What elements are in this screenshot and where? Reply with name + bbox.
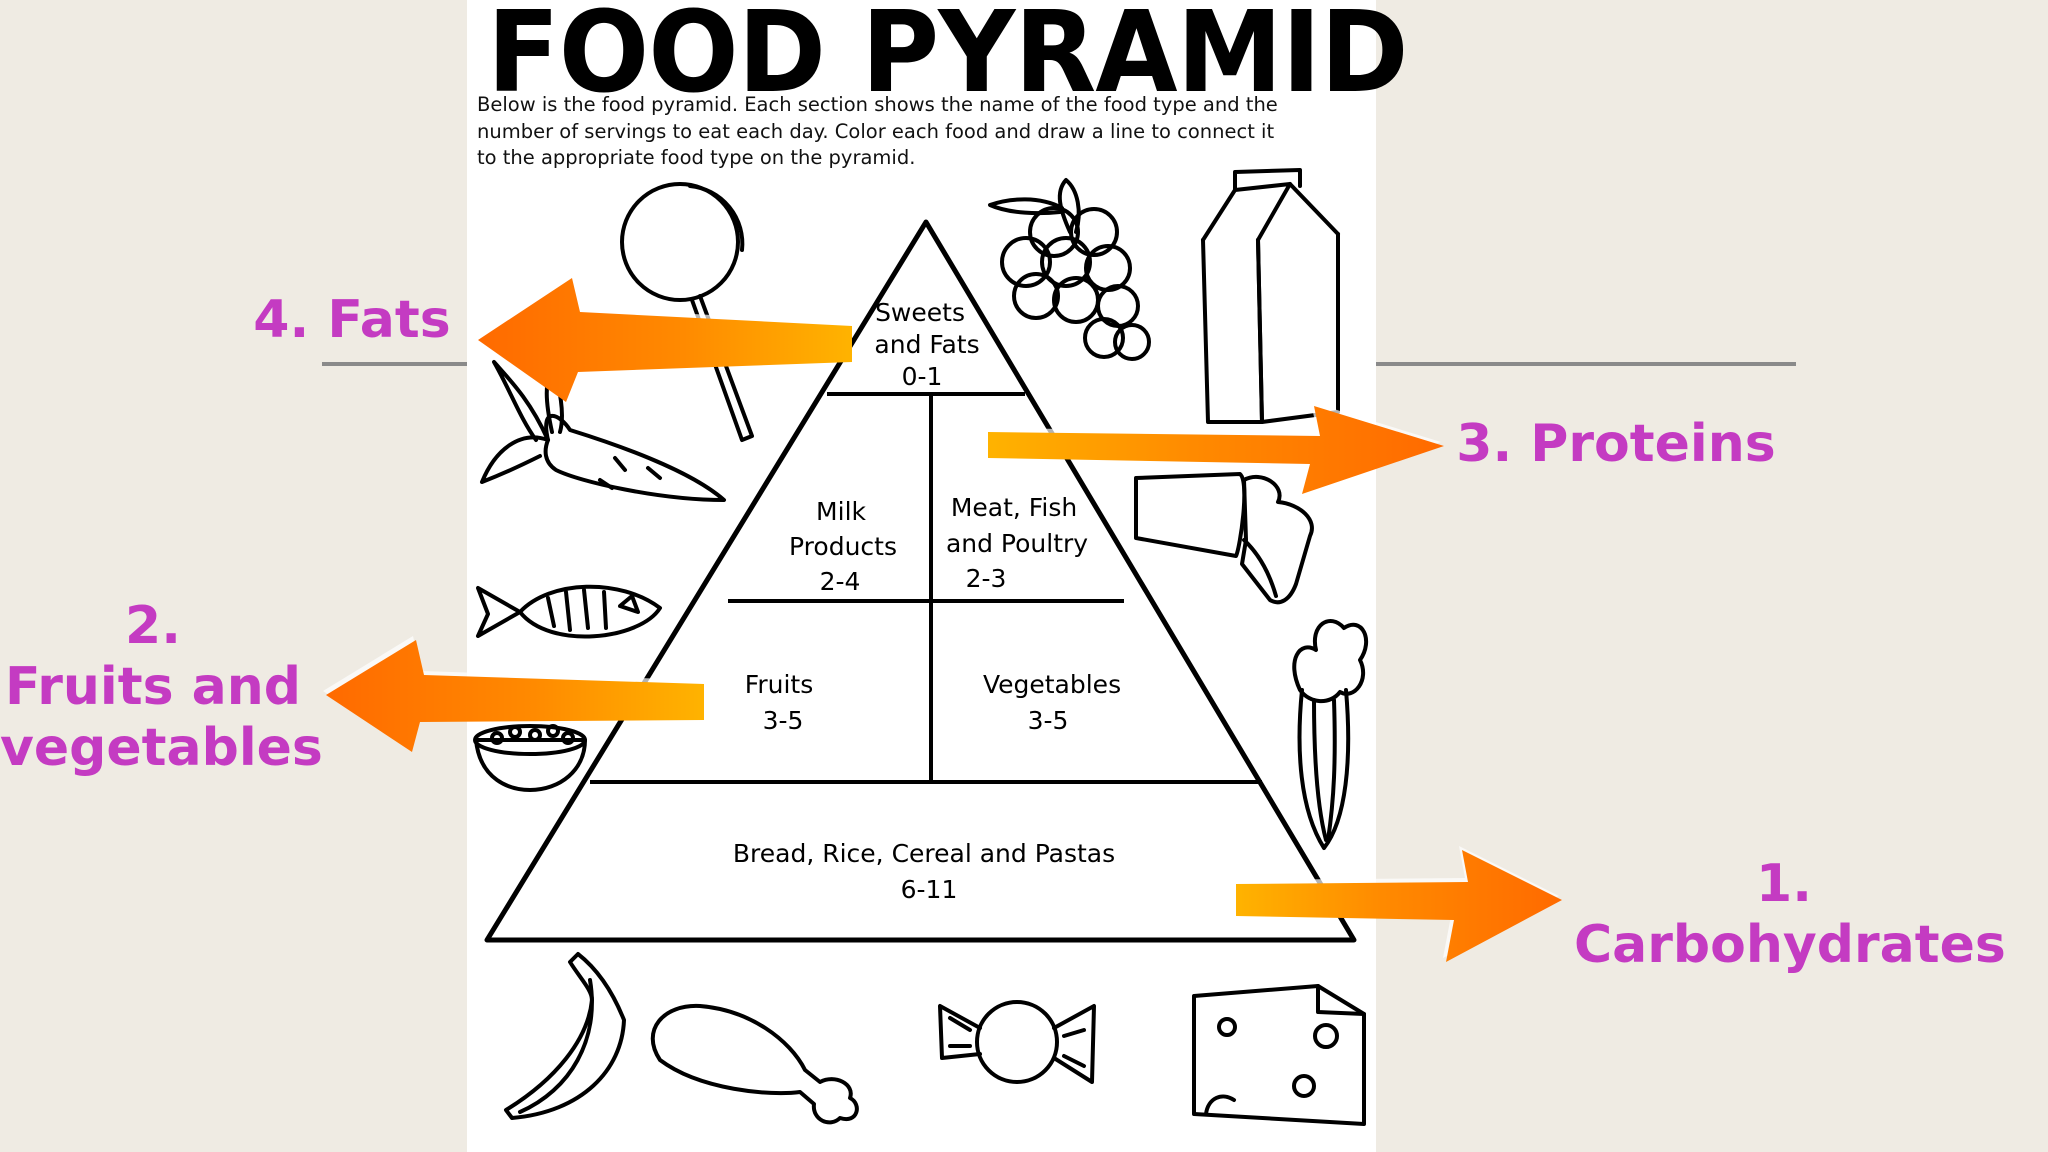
vegetables-label: Vegetables 3-5 (983, 670, 1129, 735)
cereal-bowl-icon (473, 724, 587, 792)
arrow-fruits-vegetables (323, 636, 704, 752)
worksheet-instructions: Below is the food pyramid. Each section … (477, 92, 1357, 172)
milk-carton-icon (1201, 168, 1340, 424)
callout-fats: 4. Fats (232, 290, 472, 351)
celery-icon (1292, 619, 1369, 850)
callout-carbohydrates: 1. Carbohydrates (1574, 854, 2006, 976)
grapes-icon (988, 178, 1151, 361)
meat-label: Meat, Fish and Poultry 2-3 (946, 493, 1096, 593)
arrow-proteins (985, 402, 1444, 494)
banana-icon (504, 952, 626, 1120)
sweets-label: Sweets and Fats 0-1 (874, 298, 987, 391)
callout-proteins: 3. Proteins (1446, 414, 1786, 475)
pyramid (484, 219, 1357, 943)
callout-line: Fruits and (5, 657, 301, 717)
pyramid-outline (484, 219, 1357, 943)
callout-line: 3. Proteins (1456, 414, 1776, 474)
fish-icon (476, 584, 662, 639)
callout-line: 1. (1756, 854, 1812, 914)
instruction-line: to the appropriate food type on the pyra… (477, 146, 916, 169)
worksheet-title: FOOD PYRAMID (487, 0, 1409, 118)
callout-line: Carbohydrates (1574, 915, 2006, 975)
slide-divider-right (1376, 362, 1796, 366)
callout-line: 4. Fats (253, 290, 451, 350)
pyramid-labels: Sweets and Fats 0-1 Milk Products 2-4 Me… (733, 298, 1129, 904)
bread-slices-icon (1134, 472, 1314, 605)
callout-line: vegetables (0, 718, 323, 778)
callout-line: 2. (125, 596, 181, 656)
wrapped-candy-icon (938, 1000, 1096, 1084)
worksheet: FOOD PYRAMID Below is the food pyramid. … (467, 0, 1409, 1152)
milk-label: Milk Products 2-4 (789, 497, 905, 596)
callout-fruits-vegetables: 2. Fruits and vegetables (0, 596, 323, 779)
arrow-carbohydrates (1233, 846, 1562, 962)
instruction-line: Below is the food pyramid. Each section … (477, 93, 1278, 116)
instruction-line: number of servings to eat each day. Colo… (477, 119, 1275, 143)
chicken-drumstick-icon (650, 1003, 859, 1125)
fruits-label: Fruits 3-5 (745, 670, 821, 735)
arrow-fats (475, 274, 852, 402)
slide-divider-left (322, 362, 468, 366)
carrot-icon (480, 358, 726, 502)
cheese-wedge-icon (1192, 984, 1366, 1126)
bread-label: Bread, Rice, Cereal and Pastas 6-11 (733, 839, 1123, 904)
